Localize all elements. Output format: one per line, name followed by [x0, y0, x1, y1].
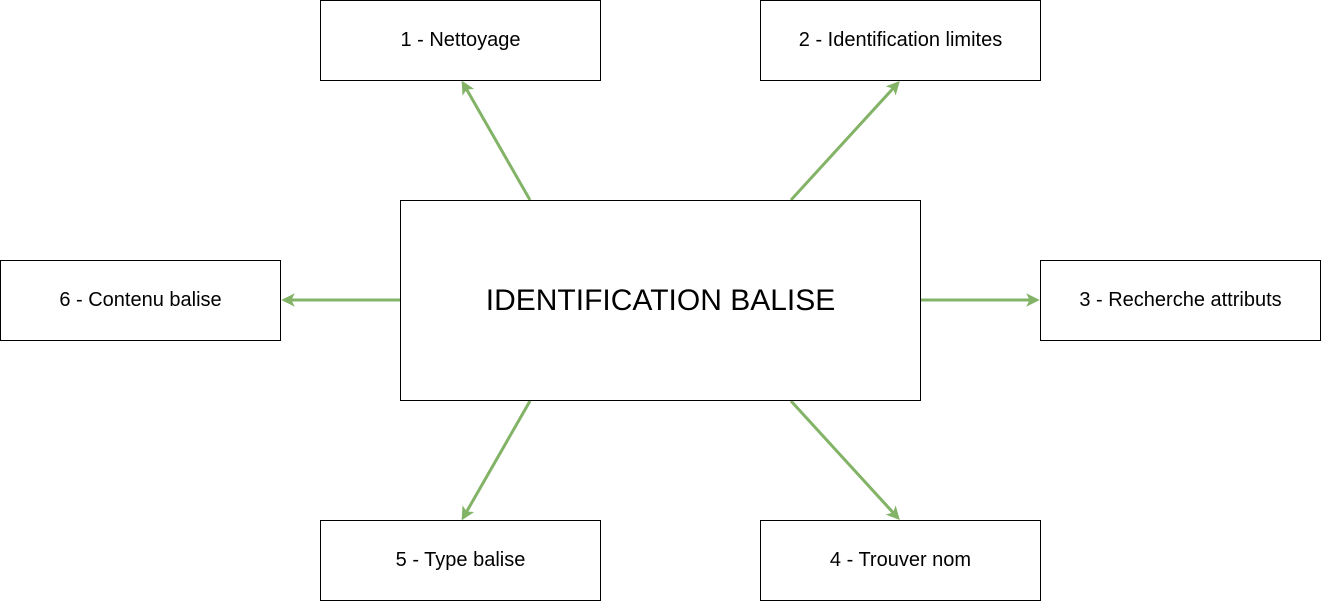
node-trouver-nom-label: 4 - Trouver nom [829, 549, 972, 571]
central-node: IDENTIFICATION BALISE [400, 200, 921, 401]
node-identification-limites-label: 2 - Identification limites [798, 29, 1003, 51]
node-type-balise-label: 5 - Type balise [395, 549, 526, 571]
node-type-balise: 5 - Type balise [320, 520, 601, 601]
node-recherche-attributs-label: 3 - Recherche attributs [1079, 289, 1282, 311]
node-nettoyage: 1 - Nettoyage [320, 0, 601, 81]
node-nettoyage-label: 1 - Nettoyage [400, 29, 521, 51]
central-node-label: IDENTIFICATION BALISE [485, 283, 836, 317]
node-identification-limites: 2 - Identification limites [760, 0, 1041, 81]
node-contenu-balise: 6 - Contenu balise [0, 260, 281, 341]
arrow-to-nettoyage [461, 80, 532, 201]
arrow-to-type-balise [461, 400, 532, 521]
node-contenu-balise-label: 6 - Contenu balise [59, 289, 222, 311]
arrow-to-trouver-nom [789, 399, 900, 520]
node-trouver-nom: 4 - Trouver nom [760, 520, 1041, 601]
arrow-to-identification-limites [789, 81, 900, 202]
node-recherche-attributs: 3 - Recherche attributs [1040, 260, 1321, 341]
